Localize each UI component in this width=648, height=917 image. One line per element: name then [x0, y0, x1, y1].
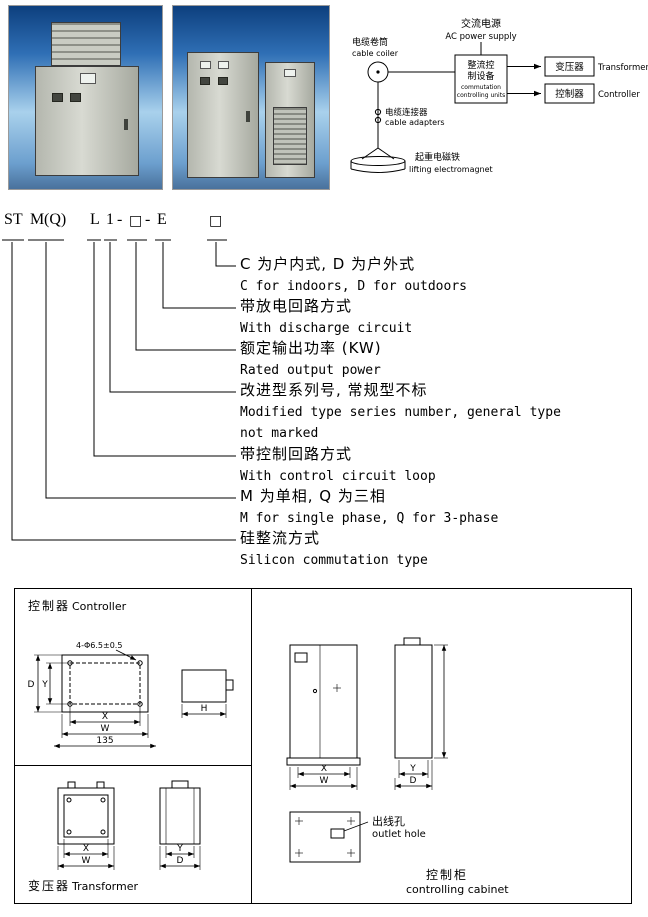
- dim-label-h: H: [201, 704, 208, 714]
- ac-power-label-en: AC power supply: [445, 32, 516, 42]
- cabinet-window: [70, 93, 81, 102]
- controller-dimension-view: 控制器 Controller 4-Φ6.5±0.5 D Y X: [28, 599, 234, 749]
- transformer-drawing-label-cn: 变压器: [28, 878, 70, 893]
- cabinet-grille: [273, 107, 307, 165]
- lifting-magnet-label-en: lifting electromagnet: [409, 165, 493, 174]
- dim-label-w: W: [320, 776, 329, 786]
- transformer-drawing-label-en: Transformer: [71, 880, 138, 893]
- control-cabinet-left: [187, 52, 259, 178]
- model-code-part: (Q): [44, 211, 67, 228]
- controller-box: [544, 83, 595, 104]
- model-code-part: -: [145, 211, 151, 228]
- designation-5-cn: 带控制回路方式: [240, 445, 353, 463]
- cabinet-nameplate: [284, 69, 296, 77]
- controller-box-label-cn: 控制器: [555, 88, 584, 100]
- dimension-drawings: 控制器 Controller 4-Φ6.5±0.5 D Y X: [14, 588, 632, 904]
- cabinet-body: [35, 66, 139, 176]
- cabinet-window: [52, 93, 63, 102]
- lifting-magnet-label-cn: 起重电磁铁: [415, 151, 460, 163]
- controller-label-en: Controller: [598, 90, 640, 100]
- model-code-part: L: [90, 211, 100, 228]
- cable-adapters-icon: [374, 108, 382, 124]
- controller-drawing-label-cn: 控制器: [28, 599, 70, 613]
- designation-4-en: Modified type series number, general typ…: [240, 405, 561, 420]
- model-code-part: -: [117, 211, 123, 228]
- cabinet-nameplate: [80, 73, 96, 84]
- cable-coiler-label-en: cable coiler: [352, 49, 399, 58]
- ac-power-label-cn: 交流电源: [461, 17, 501, 30]
- model-code-part: M: [30, 211, 45, 228]
- dim-label-x: X: [321, 764, 327, 774]
- dim-label-x: X: [83, 844, 89, 854]
- transformer-dimension-view: X W Y D 变压器 Transformer: [28, 780, 201, 893]
- dim-label-x: X: [102, 712, 108, 722]
- model-code-blank-box: □: [209, 213, 223, 229]
- dim-label-d: D: [177, 856, 184, 866]
- dim-label-d: D: [28, 680, 35, 690]
- cabinet-vent-box: [51, 22, 121, 66]
- cabinet-caption-cn: 控制柜: [426, 868, 468, 882]
- model-code-part: E: [157, 211, 167, 228]
- designation-3-cn: 额定输出功率 (KW): [240, 339, 382, 357]
- outlet-hole-label-en: outlet hole: [372, 829, 426, 840]
- control-cabinet-right: [265, 62, 315, 178]
- cabinet-caption-en: controlling cabinet: [406, 883, 509, 896]
- controller-drawing-label-en: Controller: [72, 600, 127, 613]
- dim-label-w: W: [82, 856, 91, 866]
- model-code-part: 1: [106, 211, 114, 228]
- dim-label-w: W: [101, 724, 110, 734]
- transformer-label-en: Transformer: [597, 63, 648, 73]
- dim-label-d: D: [410, 776, 417, 786]
- cabinet-window: [218, 77, 228, 85]
- dim-label-135: 135: [96, 736, 113, 746]
- dim-label-y: Y: [41, 680, 48, 690]
- outlet-hole-view: 出线孔 outlet hole: [289, 811, 426, 863]
- designation-6-cn: M 为单相, Q 为三相: [240, 487, 386, 505]
- cabinet-nameplate: [200, 61, 211, 69]
- dim-label-y: Y: [176, 844, 183, 854]
- designation-2-cn: 带放电回路方式: [240, 297, 353, 315]
- outlet-hole-label-cn: 出线孔: [372, 814, 405, 828]
- designation-1-cn: C 为户内式, D 为户外式: [240, 255, 416, 273]
- designation-4-en-cont: not marked: [240, 426, 319, 441]
- product-photo-two-cabinets: [172, 5, 330, 190]
- cabinet-dimension-view: X W Y D: [286, 637, 448, 790]
- cabinet-nameplate: [218, 61, 229, 69]
- cabinet-handle: [246, 111, 250, 122]
- rectifier-box-text-2: 制设备: [467, 70, 494, 82]
- designation-2-en: With discharge circuit: [240, 321, 413, 336]
- cable-coiler-pulley-icon: [367, 61, 389, 83]
- rectifier-box-text-1: 整流控: [467, 59, 494, 71]
- dim-label-y: Y: [409, 764, 416, 774]
- transformer-box-label-cn: 变压器: [555, 61, 584, 73]
- rectifier-unit-box: [454, 54, 508, 104]
- model-code-part: ST: [4, 211, 23, 228]
- mounting-hole-note: 4-Φ6.5±0.5: [76, 641, 122, 650]
- cabinet-window: [200, 77, 210, 85]
- cable-adapters-label-en: cable adapters: [385, 118, 445, 127]
- drawing-frame: [14, 588, 632, 904]
- cabinet-handle: [124, 119, 128, 130]
- system-schematic: 交流电源 AC power supply 整流控 制设备 commutation…: [350, 17, 648, 174]
- model-code: ST M (Q) L 1 - □ - E □: [0, 211, 648, 233]
- cable-coiler-label-cn: 电缆卷筒: [352, 36, 388, 48]
- product-photo-single-cabinet: [8, 5, 163, 190]
- designation-4-cn: 改进型系列号, 常规型不标: [240, 381, 428, 399]
- transformer-box: [544, 56, 595, 77]
- designation-6-en: M for single phase, Q for 3-phase: [240, 511, 499, 526]
- rectifier-box-text-4: controlling units: [457, 92, 505, 99]
- designation-5-en: With control circuit loop: [240, 469, 436, 484]
- rectifier-box-text-3: commutation: [461, 84, 501, 91]
- designation-7-cn: 硅整流方式: [240, 529, 321, 547]
- designation-3-en: Rated output power: [240, 363, 381, 378]
- lifting-electromagnet-icon: [350, 147, 406, 173]
- designation-1-en: C for indoors, D for outdoors: [240, 279, 467, 294]
- cable-adapters-label-cn: 电缆连接器: [385, 107, 428, 118]
- model-code-blank-box: □: [129, 213, 143, 229]
- designation-7-en: Silicon commutation type: [240, 553, 428, 568]
- model-code-connector-lines: [2, 239, 236, 541]
